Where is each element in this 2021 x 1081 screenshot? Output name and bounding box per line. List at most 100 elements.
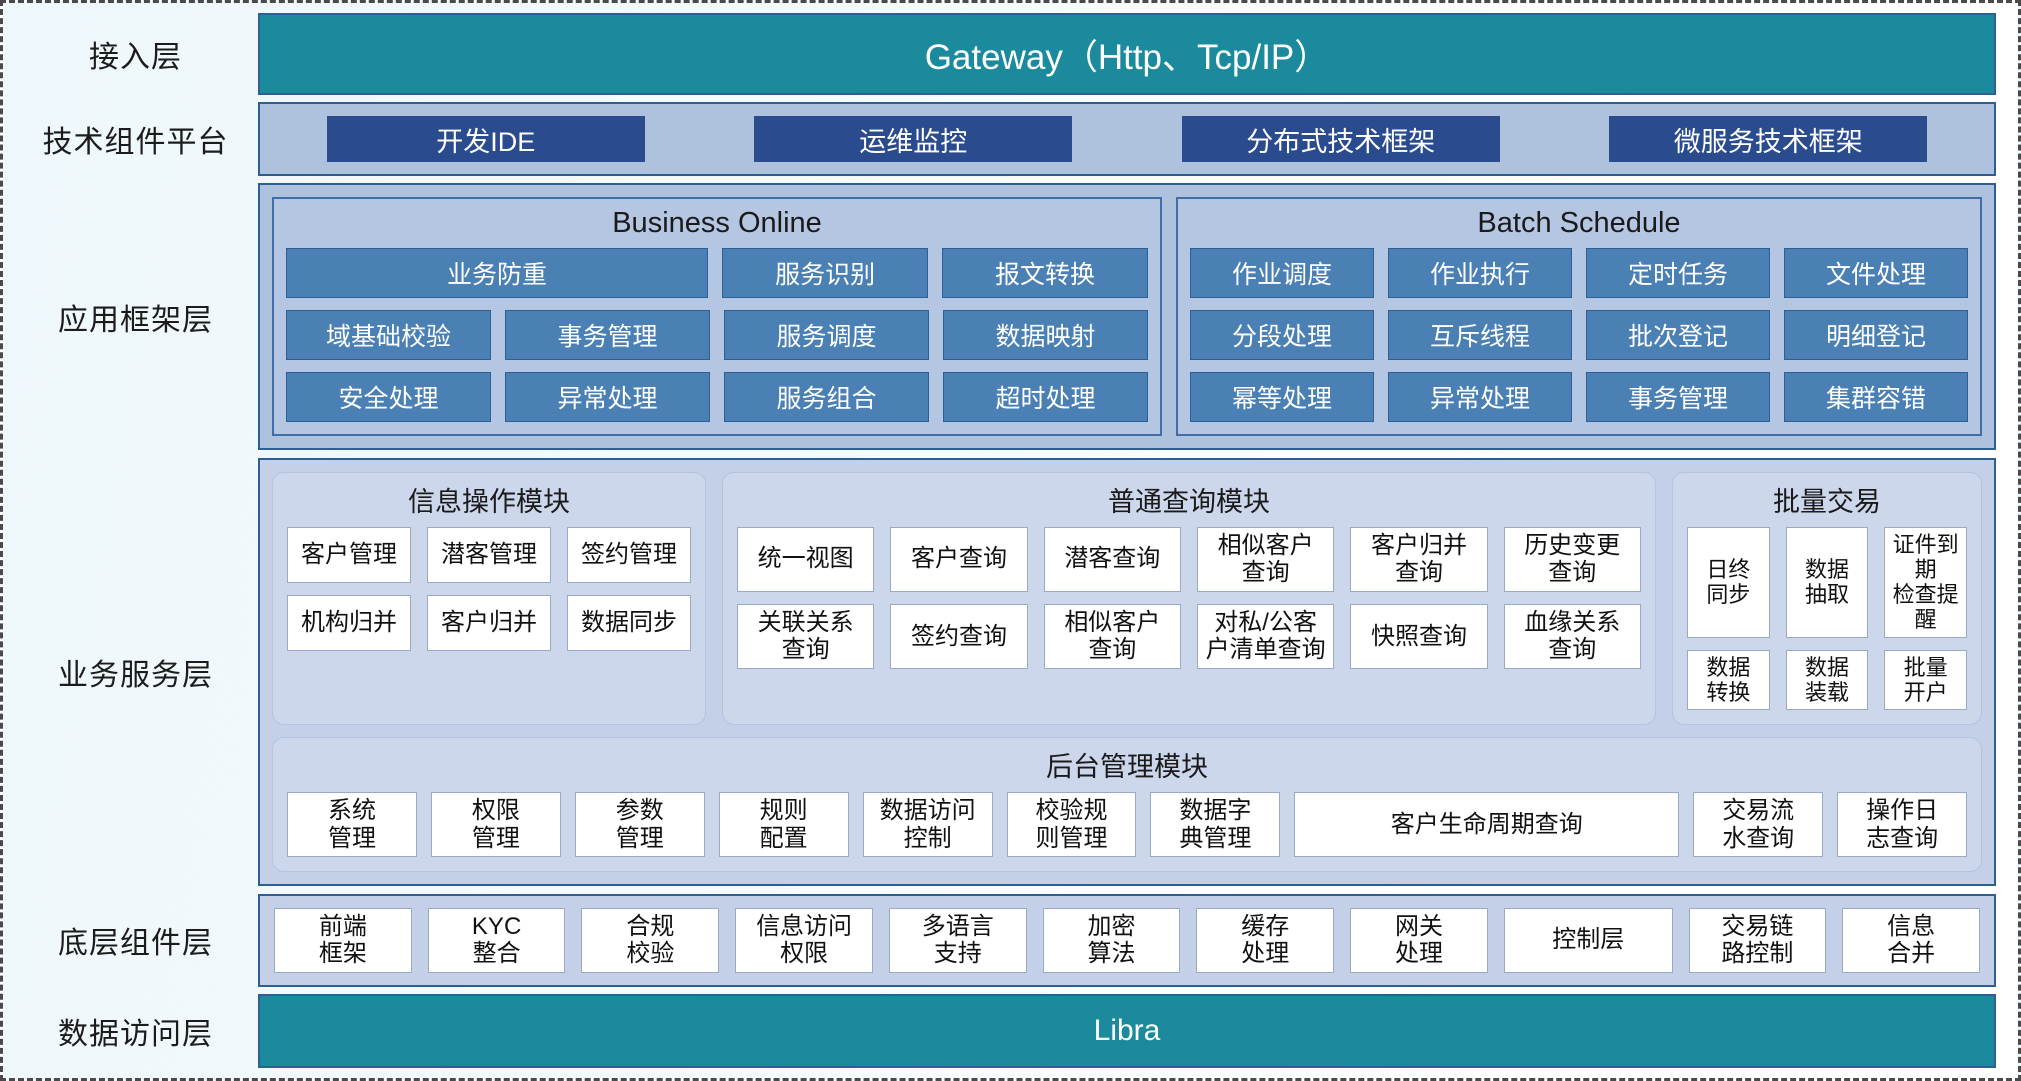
cell-frontend-framework[interactable]: 前端框架 (274, 907, 412, 973)
cell-batch-registration[interactable]: 批次登记 (1586, 310, 1770, 361)
cell-segment-processing[interactable]: 分段处理 (1190, 310, 1374, 361)
cell-parameter-mgmt[interactable]: 参数管理 (574, 792, 705, 858)
cell-message-transform[interactable]: 报文转换 (942, 248, 1148, 299)
cell-prospect-mgmt[interactable]: 潜客管理 (427, 526, 551, 583)
cell-kinship-query[interactable]: 血缘关系查询 (1503, 603, 1641, 669)
cell-system-mgmt[interactable]: 系统管理 (287, 792, 417, 858)
cell-unified-view[interactable]: 统一视图 (737, 526, 875, 592)
cell-domain-validation[interactable]: 域基础校验 (286, 310, 491, 361)
cell-transaction-mgmt[interactable]: 事务管理 (505, 310, 710, 361)
layer-label-business-service: 业务服务层 (58, 659, 213, 692)
framework-row: 分段处理 互斥线程 批次登记 明细登记 (1190, 310, 1968, 361)
cell-contract-query[interactable]: 签约查询 (890, 603, 1028, 669)
spacer (13, 176, 1996, 183)
cell-file-processing[interactable]: 文件处理 (1784, 248, 1968, 299)
cell-cache-processing[interactable]: 缓存处理 (1196, 907, 1335, 973)
layer-business-service: 业务服务层 信息操作模块 客户管理 潜客管理 签约管理 机构归并 客户归并 (13, 457, 1996, 887)
cell-customer-merge-query[interactable]: 客户归并查询 (1350, 526, 1488, 592)
module-backend-admin: 后台管理模块 系统管理 权限管理 参数管理 规则配置 数据访问控制 校验规则管理… (272, 737, 1982, 873)
cell-operation-log-query[interactable]: 操作日志查询 (1837, 792, 1968, 858)
tech-item-distributed-framework[interactable]: 分布式技术框架 (1181, 116, 1500, 163)
cell-transaction-flow-query[interactable]: 交易流水查询 (1693, 792, 1824, 858)
tech-item-microservice-framework[interactable]: 微服务技术框架 (1609, 116, 1928, 163)
layer-data-access: 数据访问层 Libra (13, 994, 1996, 1069)
cell-job-execution[interactable]: 作业执行 (1388, 248, 1572, 299)
cell-permission-mgmt[interactable]: 权限管理 (430, 792, 561, 858)
cell-data-load[interactable]: 数据装载 (1785, 649, 1869, 711)
tech-item-ops-monitor[interactable]: 运维监控 (754, 116, 1073, 163)
cell-data-dictionary-mgmt[interactable]: 数据字典管理 (1150, 792, 1281, 858)
cell-compliance-check[interactable]: 合规校验 (581, 907, 720, 973)
cell-encryption-algorithm[interactable]: 加密算法 (1042, 907, 1181, 973)
cell-service-scheduling[interactable]: 服务调度 (724, 310, 929, 361)
business-service-panel: 信息操作模块 客户管理 潜客管理 签约管理 机构归并 客户归并 数据同步 (258, 457, 1996, 887)
framework-row: 域基础校验 事务管理 服务调度 数据映射 (286, 310, 1148, 361)
cell-data-extract[interactable]: 数据抽取 (1785, 526, 1869, 638)
cell-customer-query[interactable]: 客户查询 (890, 526, 1028, 592)
cell-retail-corporate-list-query[interactable]: 对私/公客户清单查询 (1196, 603, 1335, 669)
cell-transaction-link-control[interactable]: 交易链路控制 (1688, 907, 1827, 973)
framework-row: 幂等处理 异常处理 事务管理 集群容错 (1190, 372, 1968, 423)
framework-row: 安全处理 异常处理 服务组合 超时处理 (286, 372, 1148, 423)
cell-batch-account-open[interactable]: 批量开户 (1884, 649, 1968, 711)
cell-relationship-query[interactable]: 关联关系查询 (737, 603, 875, 669)
module-row: 关联关系查询 签约查询 相似客户查询 对私/公客户清单查询 快照查询 血缘关系查… (737, 603, 1641, 669)
cell-prospect-query[interactable]: 潜客查询 (1043, 526, 1181, 592)
cell-similar-customer-query-2[interactable]: 相似客户查询 (1043, 603, 1181, 669)
cell-rule-config[interactable]: 规则配置 (718, 792, 849, 858)
cell-timed-task[interactable]: 定时任务 (1586, 248, 1770, 299)
cell-data-access-control[interactable]: 数据访问控制 (862, 792, 993, 858)
layer-access: 接入层 Gateway（Http、Tcp/IP） (13, 13, 1996, 95)
cell-info-access-permission[interactable]: 信息访问权限 (735, 907, 873, 973)
cell-control-layer[interactable]: 控制层 (1503, 907, 1673, 973)
module-title-backend-admin: 后台管理模块 (1046, 752, 1208, 783)
cell-customer-lifecycle-query[interactable]: 客户生命周期查询 (1294, 792, 1680, 858)
tech-platform-bar: 开发IDE 运维监控 分布式技术框架 微服务技术框架 (258, 102, 1996, 177)
cell-multilanguage-support[interactable]: 多语言支持 (888, 907, 1027, 973)
layer-app-framework: 应用框架层 Business Online 业务防重 服务识别 报文转换 域基础… (13, 183, 1996, 451)
cell-service-composition[interactable]: 服务组合 (724, 372, 929, 423)
cell-validation-rule-mgmt[interactable]: 校验规则管理 (1006, 792, 1137, 858)
cell-timeout-handling[interactable]: 超时处理 (943, 372, 1148, 423)
cell-exception-handling[interactable]: 异常处理 (505, 372, 710, 423)
group-business-online: Business Online 业务防重 服务识别 报文转换 域基础校验 事务管… (272, 197, 1162, 437)
cell-history-change-query[interactable]: 历史变更查询 (1503, 526, 1641, 592)
cell-gateway-processing[interactable]: 网关处理 (1350, 907, 1488, 973)
framework-row: 作业调度 作业执行 定时任务 文件处理 (1190, 248, 1968, 299)
cell-data-sync[interactable]: 数据同步 (567, 594, 691, 651)
cell-exception-handling-batch[interactable]: 异常处理 (1388, 372, 1572, 423)
gateway-bar[interactable]: Gateway（Http、Tcp/IP） (258, 13, 1996, 95)
cell-detail-registration[interactable]: 明细登记 (1784, 310, 1968, 361)
cell-similar-customer-query[interactable]: 相似客户查询 (1196, 526, 1335, 592)
cell-idempotent-processing[interactable]: 幂等处理 (1190, 372, 1374, 423)
group-title-batch-schedule: Batch Schedule (1477, 207, 1681, 240)
cell-customer-merge[interactable]: 客户归并 (427, 594, 551, 651)
cell-job-scheduling[interactable]: 作业调度 (1190, 248, 1374, 299)
module-info-operations: 信息操作模块 客户管理 潜客管理 签约管理 机构归并 客户归并 数据同步 (272, 471, 706, 726)
cell-service-identify[interactable]: 服务识别 (722, 248, 929, 299)
tech-item-ide[interactable]: 开发IDE (326, 116, 645, 163)
cell-mutex-thread[interactable]: 互斥线程 (1388, 310, 1572, 361)
module-row: 数据转换 数据装载 批量开户 (1687, 649, 1968, 711)
cell-snapshot-query[interactable]: 快照查询 (1350, 603, 1488, 669)
cell-business-dedupe[interactable]: 业务防重 (286, 248, 709, 299)
cell-certificate-expiry-reminder[interactable]: 证件到期检查提醒 (1884, 526, 1968, 638)
cell-customer-mgmt[interactable]: 客户管理 (287, 526, 411, 583)
app-framework-panel: Business Online 业务防重 服务识别 报文转换 域基础校验 事务管… (258, 183, 1996, 451)
cell-org-merge[interactable]: 机构归并 (287, 594, 411, 651)
data-access-bar[interactable]: Libra (258, 994, 1996, 1069)
cell-data-transform[interactable]: 数据转换 (1687, 649, 1770, 711)
cell-eod-sync[interactable]: 日终同步 (1687, 526, 1770, 638)
cell-info-merge[interactable]: 信息合并 (1842, 907, 1981, 973)
module-title-batch-transaction: 批量交易 (1773, 486, 1881, 517)
cell-security-processing[interactable]: 安全处理 (286, 372, 491, 423)
framework-row: 业务防重 服务识别 报文转换 (286, 248, 1148, 299)
cell-contract-mgmt[interactable]: 签约管理 (567, 526, 691, 583)
cell-transaction-mgmt-batch[interactable]: 事务管理 (1586, 372, 1770, 423)
cell-data-mapping[interactable]: 数据映射 (943, 310, 1148, 361)
cell-cluster-fault-tolerance[interactable]: 集群容错 (1784, 372, 1968, 423)
group-title-business-online: Business Online (612, 207, 822, 240)
